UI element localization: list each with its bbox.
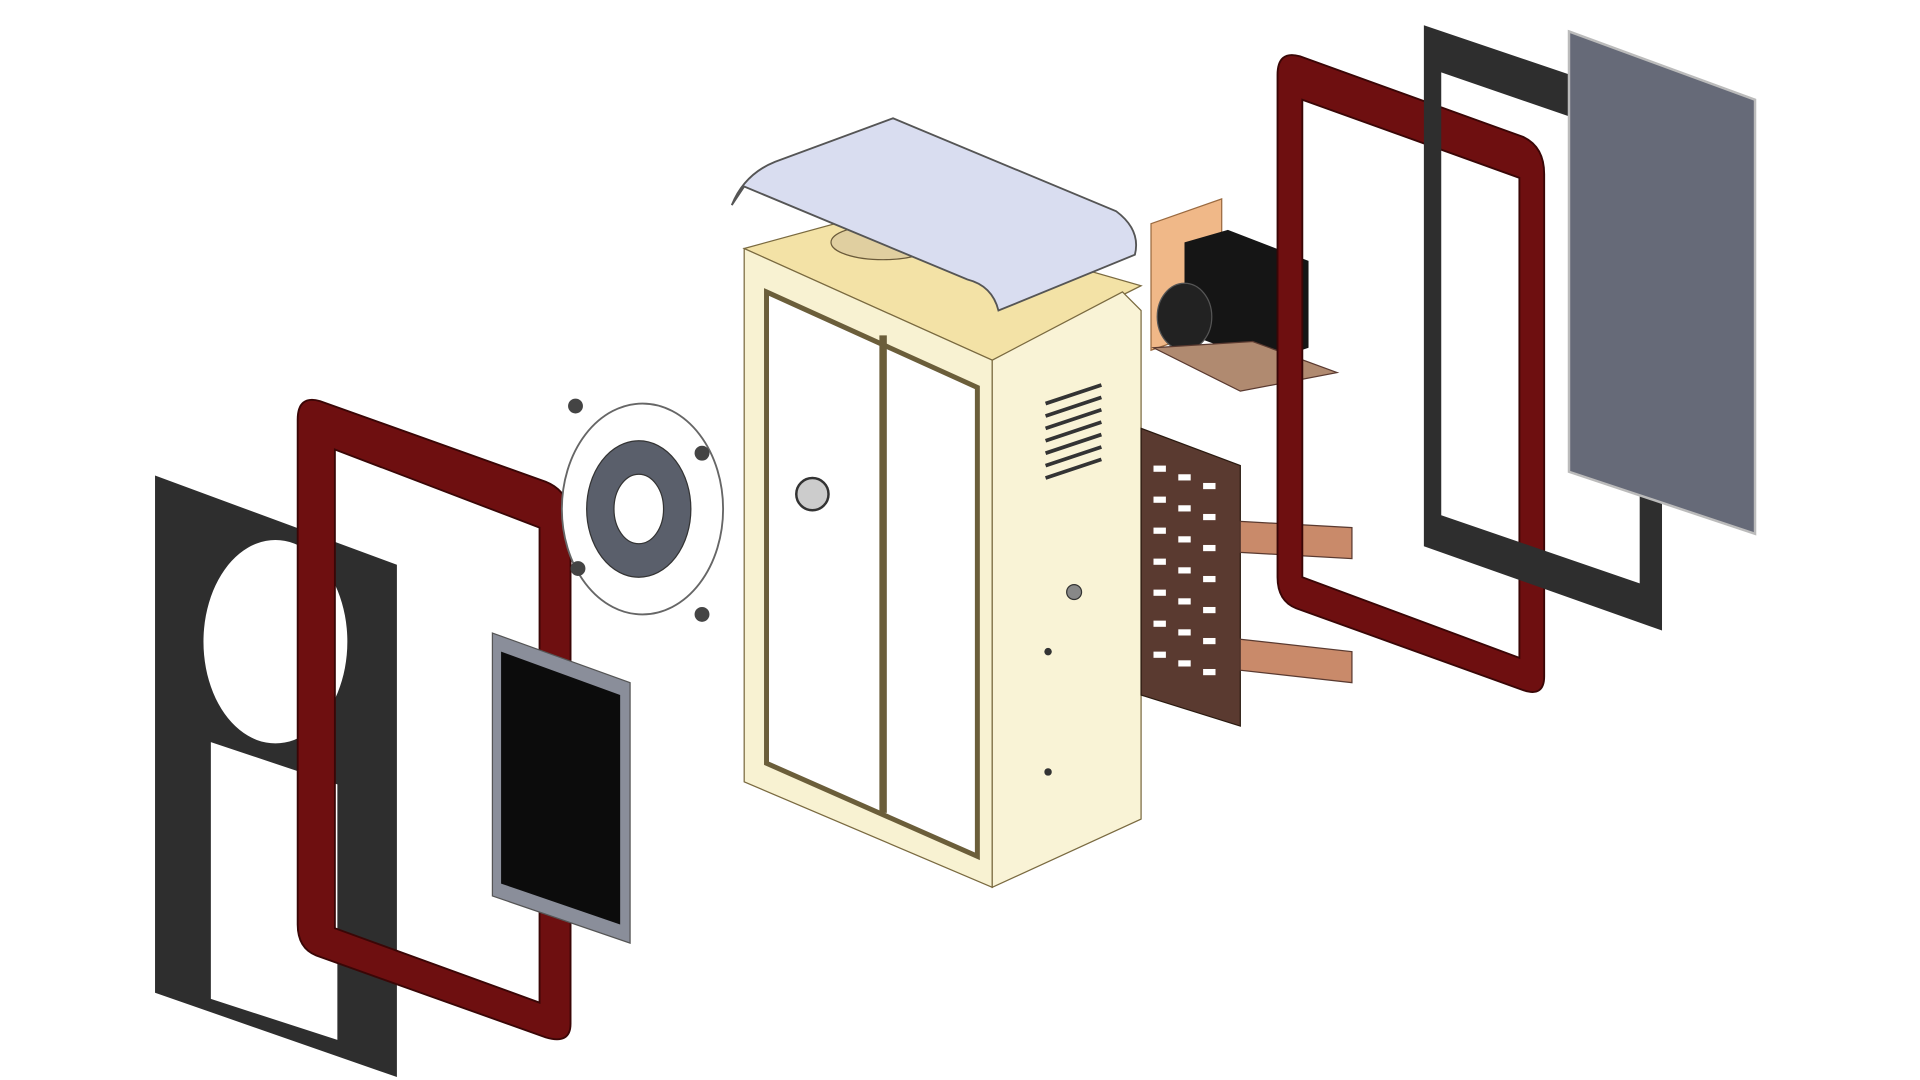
- mounting-bracket: [1140, 340, 1353, 727]
- copper-tab: [1239, 638, 1353, 684]
- lens-mount-ring: [560, 398, 725, 622]
- vent-slots: [1044, 383, 1102, 480]
- front-mounting-plate: [155, 475, 397, 1078]
- rear-gasket-frame: [1276, 54, 1546, 693]
- mount-tab: [568, 398, 583, 414]
- cable-gland: [795, 476, 830, 512]
- camera-lens: [1156, 282, 1213, 351]
- mount-tab: [694, 445, 710, 461]
- rear-cover-panel: [1567, 29, 1757, 536]
- mount-tab: [570, 561, 586, 576]
- mount-tab: [694, 606, 710, 622]
- main-cabinet: [742, 210, 1143, 889]
- display-panel: [491, 632, 631, 944]
- top-cover: [730, 117, 1137, 312]
